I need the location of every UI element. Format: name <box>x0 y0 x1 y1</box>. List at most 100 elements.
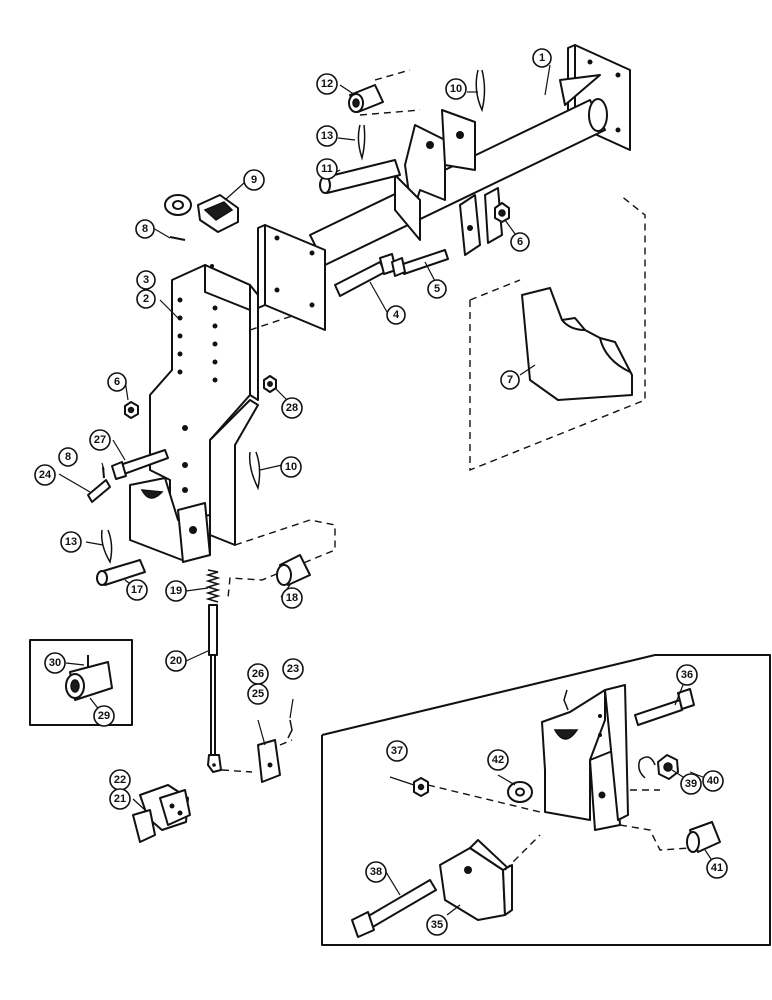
nut-28 <box>263 375 277 393</box>
callout-11: 11 <box>316 158 338 180</box>
svg-text:18: 18 <box>286 592 298 604</box>
callout-8-lower: 8 <box>58 447 78 467</box>
svg-text:28: 28 <box>286 402 298 414</box>
svg-text:5: 5 <box>434 283 440 295</box>
callout-42: 42 <box>487 749 509 771</box>
svg-text:25: 25 <box>252 688 264 700</box>
callout-36: 36 <box>676 664 698 686</box>
pin-17 <box>96 559 146 586</box>
nut-6-upper <box>494 202 510 223</box>
callout-40: 40 <box>702 770 724 792</box>
svg-text:40: 40 <box>707 775 719 787</box>
callout-38: 38 <box>365 861 387 883</box>
svg-text:36: 36 <box>681 669 693 681</box>
svg-text:17: 17 <box>131 584 143 596</box>
pin-8-upper <box>169 236 186 241</box>
svg-text:1: 1 <box>539 52 545 64</box>
svg-text:6: 6 <box>517 236 523 248</box>
svg-text:41: 41 <box>711 862 723 874</box>
callout-20: 20 <box>165 650 187 672</box>
callout-12: 12 <box>316 73 338 95</box>
callout-26: 26 <box>247 663 269 685</box>
svg-text:3: 3 <box>143 274 149 286</box>
svg-text:8: 8 <box>65 451 71 463</box>
svg-text:8: 8 <box>142 223 148 235</box>
svg-text:30: 30 <box>49 657 61 669</box>
svg-text:2: 2 <box>143 293 149 305</box>
rod-20 <box>207 604 222 773</box>
bushing-12 <box>348 84 384 113</box>
callout-13-lower: 13 <box>60 531 82 553</box>
cotter-pin-13-lower <box>100 529 113 564</box>
clip-25 <box>257 739 281 783</box>
nut-6-lower <box>124 401 139 419</box>
svg-text:23: 23 <box>287 663 299 675</box>
callout-6-upper: 6 <box>510 232 530 252</box>
spacer-9 <box>164 194 239 233</box>
svg-text:26: 26 <box>252 668 264 680</box>
svg-text:11: 11 <box>321 163 333 175</box>
svg-text:24: 24 <box>39 469 52 481</box>
callout-27: 27 <box>89 429 111 451</box>
detail-inset-29 <box>29 639 133 726</box>
callout-4: 4 <box>386 305 406 325</box>
callout-8-upper: 8 <box>135 219 155 239</box>
svg-text:21: 21 <box>114 793 126 805</box>
callout-17: 17 <box>126 579 148 601</box>
svg-text:10: 10 <box>450 83 462 95</box>
callout-24: 24 <box>34 464 56 486</box>
callout-22: 22 <box>109 769 131 791</box>
callout-9: 9 <box>243 169 265 191</box>
callout-23: 23 <box>282 658 304 680</box>
cotter-pin-13-upper <box>357 124 366 161</box>
svg-text:37: 37 <box>391 745 403 757</box>
pin-11 <box>319 159 401 194</box>
hitch-plate <box>129 264 259 563</box>
cotter-pin-10-lower <box>248 451 261 491</box>
callout-41: 41 <box>706 857 728 879</box>
callout-21: 21 <box>109 788 131 810</box>
bolt-4 <box>334 253 397 297</box>
svg-text:9: 9 <box>251 174 257 186</box>
pin-23 <box>287 719 293 739</box>
bracket-21 <box>132 784 191 843</box>
callout-30: 30 <box>44 652 66 674</box>
detail-inset-box <box>321 654 771 946</box>
callout-29: 29 <box>93 705 115 727</box>
svg-text:22: 22 <box>114 774 126 786</box>
svg-text:7: 7 <box>507 374 513 386</box>
svg-text:29: 29 <box>98 710 110 722</box>
callout-25: 25 <box>247 683 269 705</box>
callout-10-upper: 10 <box>445 78 467 100</box>
svg-text:12: 12 <box>321 78 333 90</box>
callout-7: 7 <box>500 370 520 390</box>
svg-text:42: 42 <box>492 754 504 766</box>
svg-text:10: 10 <box>285 461 297 473</box>
callout-2: 2 <box>136 289 156 309</box>
callout-37: 37 <box>386 740 408 762</box>
cotter-pin-10-upper <box>475 69 486 113</box>
spring-19 <box>205 569 221 603</box>
callout-1: 1 <box>532 48 552 68</box>
callout-6-lower: 6 <box>107 372 127 392</box>
callout-35: 35 <box>426 914 448 936</box>
svg-text:13: 13 <box>65 536 77 548</box>
callout-19: 19 <box>165 580 187 602</box>
svg-text:38: 38 <box>370 866 382 878</box>
callout-28: 28 <box>281 397 303 419</box>
svg-text:13: 13 <box>321 130 333 142</box>
svg-text:6: 6 <box>114 376 120 388</box>
bolt-5 <box>391 249 449 277</box>
svg-text:39: 39 <box>685 778 697 790</box>
bolt-27 <box>111 449 169 480</box>
callout-39: 39 <box>680 773 702 795</box>
frame-tube <box>257 44 631 331</box>
callout-5: 5 <box>427 279 447 299</box>
pin-24 <box>87 479 111 503</box>
svg-text:19: 19 <box>170 585 182 597</box>
bushing-18 <box>276 554 311 586</box>
svg-text:20: 20 <box>170 655 182 667</box>
callout-18: 18 <box>281 587 303 609</box>
plate-7 <box>521 287 633 401</box>
